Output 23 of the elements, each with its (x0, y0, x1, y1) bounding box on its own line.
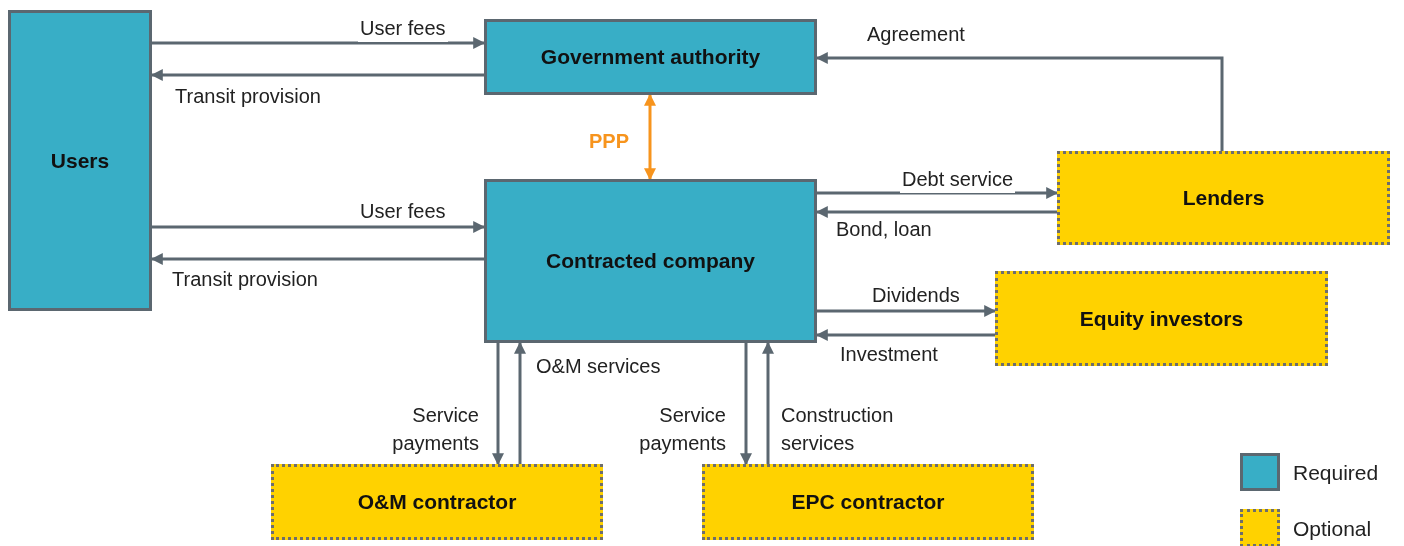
optional-party-box: EPC contractor (702, 464, 1034, 540)
arrow (817, 305, 997, 317)
arrow (152, 221, 486, 233)
party-box: Contracted company (484, 179, 817, 343)
arrow (150, 253, 484, 265)
arrow (150, 69, 484, 81)
optional-party-box: Lenders (1057, 151, 1390, 245)
arrow (740, 343, 752, 466)
arrow (644, 93, 656, 181)
legend-label: Required (1293, 461, 1379, 485)
arrow (762, 341, 774, 464)
party-box: Government authority (484, 19, 817, 95)
arrow (514, 341, 526, 464)
party-box: Users (8, 10, 152, 311)
arrow (815, 329, 995, 341)
arrow (152, 37, 486, 49)
arrow (817, 187, 1059, 199)
optional-party-box: O&M contractor (271, 464, 603, 540)
arrow (492, 343, 504, 466)
arrow (815, 52, 1224, 151)
legend-label: Optional (1293, 517, 1372, 541)
arrow (815, 206, 1057, 218)
optional-party-box: Equity investors (995, 271, 1328, 366)
